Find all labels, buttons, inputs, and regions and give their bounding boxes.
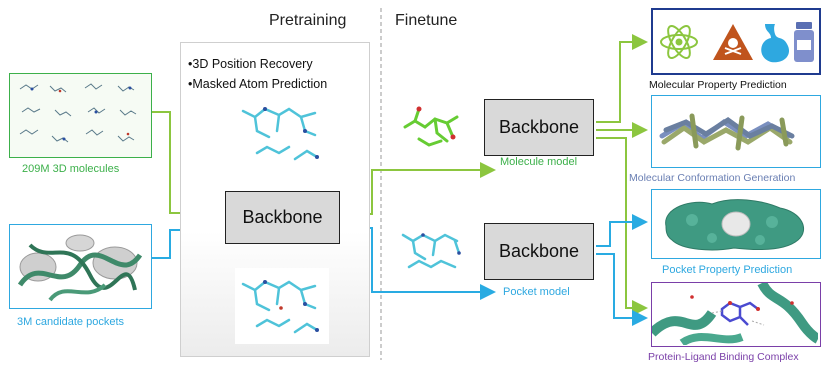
mol-conformation-caption: Molecular Conformation Generation — [629, 172, 796, 184]
pretrain-input-structure — [235, 97, 329, 173]
stick-structure-illustration — [241, 280, 319, 334]
conformation-overlay-illustration — [659, 113, 795, 151]
binding-panel — [651, 282, 821, 347]
molecule-backbone: Backbone — [484, 99, 594, 156]
atom-icon — [660, 25, 698, 59]
finetune-title: Finetune — [395, 12, 458, 29]
pretraining-task-masked: Masked Atom Prediction — [188, 74, 327, 94]
pocket-model-label: Pocket model — [503, 286, 570, 298]
binding-caption: Protein-Ligand Binding Complex — [648, 351, 799, 363]
pocket-protein-illustration — [17, 234, 143, 302]
pretraining-task-list: 3D Position Recovery Masked Atom Predict… — [188, 54, 327, 94]
pockets-caption: 3M candidate pockets — [17, 316, 125, 328]
pocket-backbone: Backbone — [484, 223, 594, 280]
toxicity-icon — [713, 24, 753, 60]
pretraining-title: Pretraining — [269, 12, 347, 29]
pretrain-output-structure — [235, 268, 329, 344]
binding-complex-illustration — [652, 283, 818, 345]
molecule-model-label: Molecule model — [500, 156, 578, 168]
pocket-surface-illustration — [665, 199, 804, 251]
pockets-image — [9, 224, 152, 309]
stick-structure-illustration — [241, 107, 319, 161]
arrow-to-mol-property — [596, 34, 648, 123]
finetune-molecule-image — [399, 99, 461, 157]
arrow-to-binding-blue — [596, 253, 648, 326]
arrow-to-pocket-property — [596, 214, 648, 247]
mol-property-panel — [651, 8, 821, 75]
medicine-bottle-icon — [794, 22, 814, 62]
molecules-image — [9, 73, 152, 158]
pocket-property-panel — [651, 189, 821, 259]
mol-property-caption: Molecular Property Prediction — [649, 79, 787, 91]
pretrain-backbone: Backbone — [225, 191, 340, 244]
ligand-stick-illustration — [403, 106, 459, 147]
molecules-caption: 209M 3D molecules — [22, 163, 120, 175]
finetune-pocket-image — [397, 221, 469, 283]
property-icons — [660, 22, 814, 63]
stomach-icon — [761, 24, 790, 63]
pocket-property-caption: Pocket Property Prediction — [662, 264, 793, 276]
molecule-grid-illustration — [19, 83, 137, 143]
pretraining-task-position: 3D Position Recovery — [188, 54, 327, 74]
pocket-stick-illustration — [401, 233, 461, 269]
mol-conformation-panel — [651, 95, 821, 168]
